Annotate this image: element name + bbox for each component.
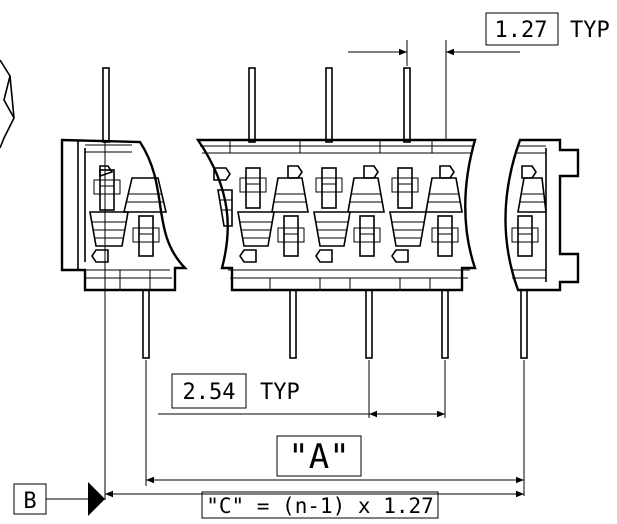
terminal-cell: [213, 167, 233, 227]
datum-b: [13, 482, 105, 516]
dim-pitch-large: [158, 360, 446, 418]
terminal-cell: [389, 165, 463, 263]
bottom-pins: [142, 289, 528, 359]
dim-pitch-large-box: [171, 373, 247, 409]
housing-right: [504, 138, 580, 292]
left-cutoff-outline: [0, 59, 15, 149]
top-pins: [102, 67, 411, 143]
housing-center: [195, 138, 477, 292]
terminal-cell: [313, 165, 385, 263]
dim-a-box: [276, 435, 362, 477]
dim-pitch-large-value: 2.54: [183, 380, 236, 405]
dim-a-label: "A": [288, 437, 349, 477]
housing-left: [60, 138, 188, 292]
dim-c: [104, 142, 524, 500]
dim-pitch-large-suffix: TYP: [260, 380, 300, 405]
dim-pitch-small: [348, 40, 520, 140]
terminal-cell: [237, 165, 309, 263]
dim-c-box: [201, 491, 439, 519]
dim-pitch-small-box: [485, 12, 559, 46]
dim-a: [145, 360, 525, 496]
datum-b-label: B: [23, 489, 36, 514]
dim-pitch-small-suffix: TYP: [570, 18, 610, 43]
dim-c-label: "C" = (n-1) x 1.27: [206, 494, 434, 518]
dim-pitch-small-value: 1.27: [495, 18, 548, 43]
